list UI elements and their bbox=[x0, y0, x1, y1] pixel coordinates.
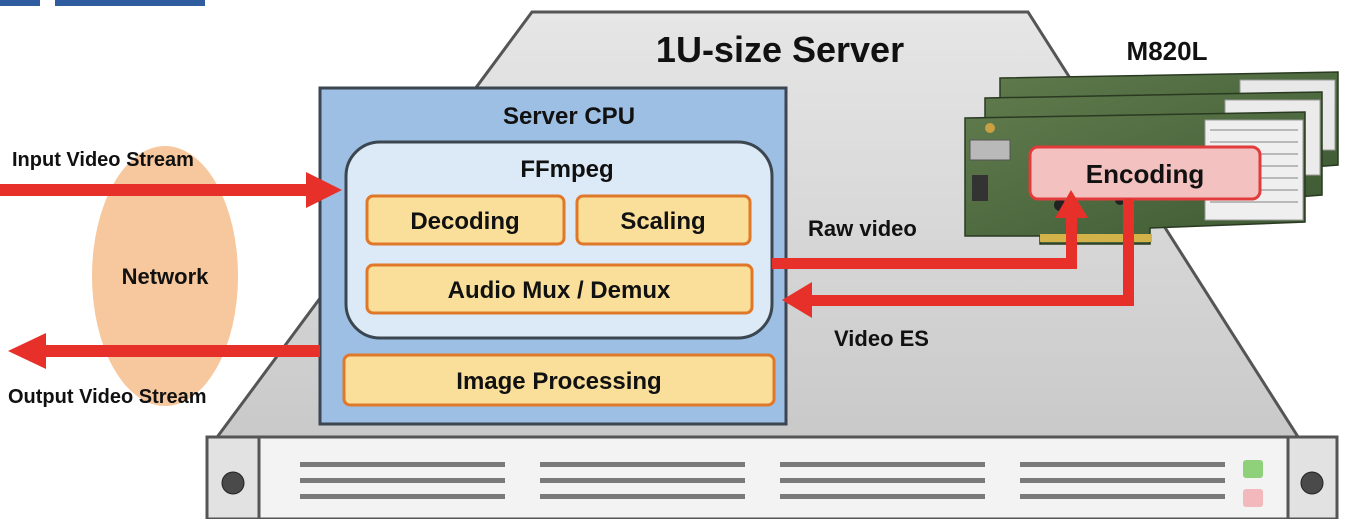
corner-accent-2 bbox=[55, 0, 205, 6]
encoding-block: Encoding bbox=[1028, 145, 1262, 201]
encoding-label: Encoding bbox=[1086, 159, 1204, 189]
raw-video-label: Raw video bbox=[808, 216, 917, 241]
status-led-green bbox=[1243, 460, 1263, 478]
network-label: Network bbox=[122, 264, 210, 289]
decoding-block: Decoding bbox=[365, 194, 566, 246]
rack-screw-left bbox=[221, 471, 245, 495]
ffmpeg-title: FFmpeg bbox=[520, 156, 613, 183]
network-cloud: Network bbox=[92, 146, 238, 406]
card-title: M820L bbox=[1127, 36, 1208, 66]
audio-mux-label: Audio Mux / Demux bbox=[448, 277, 671, 304]
input-stream-arrow bbox=[0, 172, 342, 208]
video-es-arrow bbox=[782, 199, 1134, 318]
corner-accent bbox=[0, 0, 40, 6]
decoding-label: Decoding bbox=[410, 208, 519, 235]
scaling-block: Scaling bbox=[575, 194, 752, 246]
output-stream-label: Output Video Stream bbox=[8, 386, 207, 408]
status-led-pink bbox=[1243, 489, 1263, 507]
image-processing-label: Image Processing bbox=[456, 368, 661, 395]
audio-mux-block: Audio Mux / Demux bbox=[365, 263, 754, 315]
image-processing-block: Image Processing bbox=[342, 353, 776, 407]
vent-slots bbox=[300, 462, 1225, 499]
server-front-panel bbox=[205, 435, 1339, 519]
input-stream-label: Input Video Stream bbox=[12, 149, 194, 171]
server-cpu-title: Server CPU bbox=[503, 103, 635, 130]
rack-screw-right bbox=[1300, 471, 1324, 495]
scaling-label: Scaling bbox=[620, 208, 705, 235]
raw-video-arrow bbox=[772, 190, 1088, 269]
server-title: 1U-size Server bbox=[656, 29, 904, 70]
output-stream-arrow bbox=[8, 333, 320, 369]
video-es-label: Video ES bbox=[834, 326, 929, 351]
